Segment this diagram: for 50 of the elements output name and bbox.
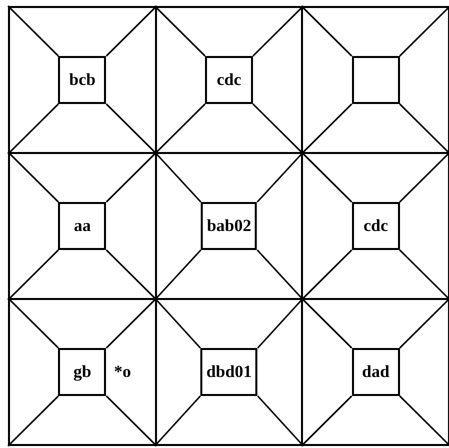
label-square: bab02 bbox=[200, 202, 258, 250]
connector-line bbox=[252, 103, 304, 155]
label-square: dad bbox=[352, 348, 400, 396]
connector-line bbox=[256, 249, 304, 301]
connector-line bbox=[154, 395, 201, 447]
grid-cell bbox=[8, 6, 157, 154]
connector-line bbox=[399, 151, 449, 203]
label-square: gb bbox=[58, 348, 106, 396]
grid-cell bbox=[8, 298, 157, 446]
connector-line bbox=[154, 103, 206, 155]
connector-line bbox=[300, 297, 352, 349]
connector-line bbox=[256, 151, 304, 203]
connector-line bbox=[154, 297, 201, 349]
empty-square bbox=[352, 56, 400, 104]
connector-line bbox=[106, 297, 158, 349]
connector-line bbox=[154, 151, 202, 203]
connector-line bbox=[399, 297, 449, 349]
connector-line bbox=[300, 5, 352, 57]
label-square: cdc bbox=[352, 202, 400, 250]
connector-line bbox=[106, 395, 158, 447]
connector-line bbox=[7, 395, 59, 447]
connector-line bbox=[106, 5, 158, 57]
connector-line bbox=[300, 151, 352, 203]
connector-line bbox=[7, 151, 59, 203]
connector-line bbox=[252, 5, 304, 57]
label-square: dbd01 bbox=[200, 348, 258, 396]
connector-line bbox=[399, 5, 449, 57]
connector-line bbox=[7, 5, 59, 57]
annotation-text: *o bbox=[114, 362, 131, 382]
connector-line bbox=[399, 103, 449, 155]
connector-line bbox=[7, 297, 59, 349]
connector-line bbox=[300, 103, 352, 155]
grid-cell bbox=[301, 298, 449, 446]
connector-line bbox=[106, 103, 158, 155]
connector-line bbox=[399, 249, 449, 301]
connector-line bbox=[300, 395, 352, 447]
connector-line bbox=[7, 249, 59, 301]
grid-cell bbox=[301, 6, 449, 154]
connector-line bbox=[106, 151, 158, 203]
connector-line bbox=[399, 395, 449, 447]
connector-line bbox=[154, 5, 206, 57]
label-square: bcb bbox=[58, 56, 106, 104]
label-square: cdc bbox=[205, 56, 254, 104]
connector-line bbox=[106, 249, 158, 301]
connector-line bbox=[257, 395, 304, 447]
connector-line bbox=[257, 297, 304, 349]
connector-line bbox=[300, 249, 352, 301]
label-square: aa bbox=[58, 202, 106, 250]
connector-line bbox=[154, 249, 202, 301]
connector-line bbox=[7, 103, 59, 155]
